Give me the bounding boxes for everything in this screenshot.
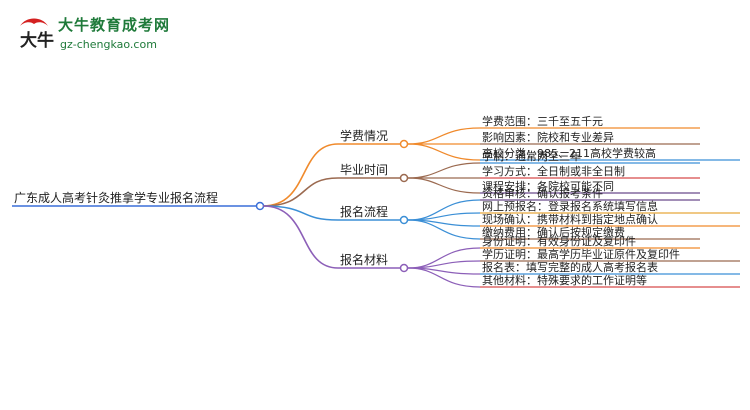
- leaf-label-1-1: 学费范围：三千至五千元: [482, 114, 603, 128]
- branch-label-1: 学费情况: [340, 128, 388, 143]
- leaf-label-2-1: 学制：通常两至三年: [482, 149, 581, 163]
- logo-url: gz-chengkao.com: [60, 38, 157, 51]
- logo-mark-text: 大牛: [20, 30, 54, 51]
- branch-label-3: 报名流程: [340, 204, 388, 219]
- leaf-connector-4-4: [407, 267, 481, 288]
- leaf-label-1-2: 影响因素：院校和专业差异: [482, 130, 614, 144]
- logo-title: 大牛教育成考网: [58, 16, 171, 34]
- root-topic: 广东成人高考针灸推拿学专业报名流程: [14, 190, 218, 205]
- branch-node-3: [399, 215, 409, 225]
- leaf-label-2-2: 学习方式：全日制或非全日制: [482, 164, 625, 178]
- branch-node-1: [399, 139, 409, 149]
- leaf-connector-1-1: [407, 127, 481, 145]
- branch-connector-2: [262, 177, 339, 207]
- leaf-label-2-3: 课程安排：各院校可能不同: [482, 179, 614, 193]
- leaf-label-4-3: 报名表：填写完整的成人高考报名表: [482, 260, 658, 274]
- leaf-label-4-2: 学历证明：最高学历毕业证原件及复印件: [482, 247, 680, 261]
- leaf-label-4-1: 身份证明：有效身份证及复印件: [482, 234, 636, 248]
- branch-connector-4: [262, 205, 339, 269]
- leaf-connector-3-4: [407, 219, 481, 240]
- leaf-connector-2-1: [407, 162, 481, 179]
- leaf-label-3-2: 网上预报名：登录报名系统填写信息: [482, 199, 658, 213]
- root-connector-node: [255, 201, 265, 211]
- branch-node-4: [399, 263, 409, 273]
- branch-node-2: [399, 173, 409, 183]
- leaf-label-1-3: 高校分类：985、211高校学费较高: [482, 146, 656, 160]
- site-logo: 大牛 大牛教育成考网 gz-chengkao.com: [14, 12, 194, 60]
- leaf-label-3-1: 资格审核：确认报考条件: [482, 186, 603, 200]
- branch-label-2: 毕业时间: [340, 163, 388, 177]
- branch-label-4: 报名材料: [340, 252, 388, 267]
- leaf-connector-4-1: [407, 247, 481, 269]
- leaf-label-3-4: 缴纳费用：确认后按规定缴费: [482, 225, 625, 239]
- bull-logo-icon: 大牛: [20, 18, 54, 51]
- leaf-label-3-3: 现场确认：携带材料到指定地点确认: [482, 212, 658, 226]
- branch-connector-1: [262, 143, 339, 207]
- branch-connector-3: [262, 205, 339, 221]
- leaf-connector-1-3: [407, 143, 481, 161]
- leaf-label-4-4: 其他材料：特殊要求的工作证明等: [482, 273, 647, 287]
- leaf-connector-3-1: [407, 199, 481, 221]
- leaf-connector-2-3: [407, 177, 481, 194]
